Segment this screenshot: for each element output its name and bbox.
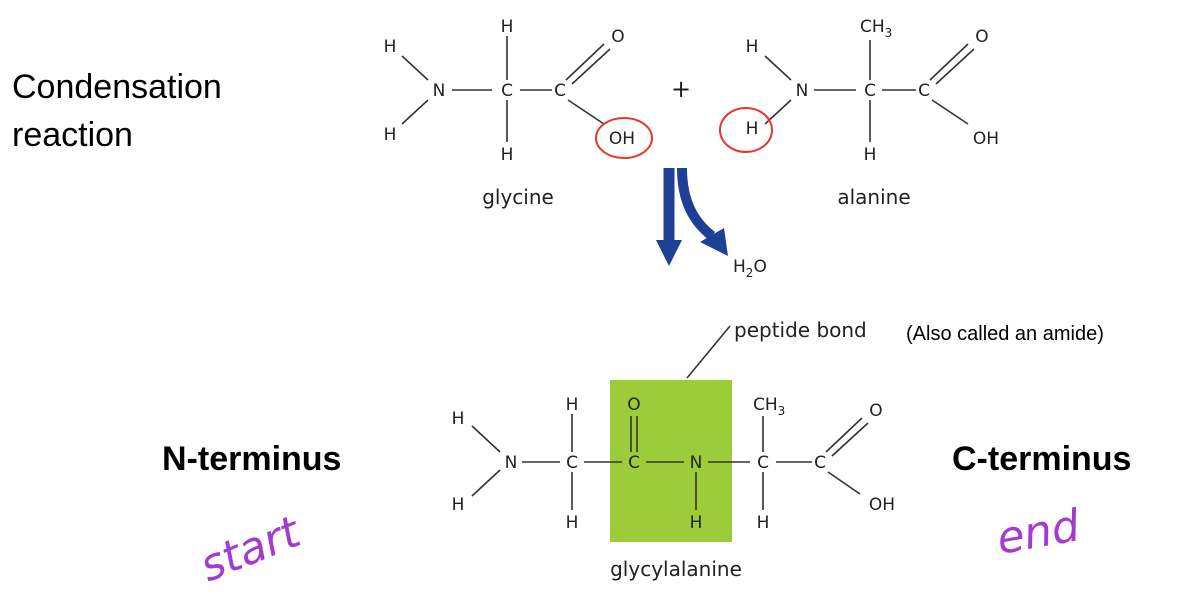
glycylalanine-c2-o: O xyxy=(627,395,640,415)
glycine-h-alpha-bottom: H xyxy=(501,145,514,165)
handwritten-end: end xyxy=(993,500,1085,565)
alanine-structure: H N H CH3 C H C O OH xyxy=(719,17,999,165)
glycylalanine-ch3: CH3 xyxy=(753,395,785,418)
alanine-h-bottom-left: H xyxy=(746,119,759,139)
title-line-2: reaction xyxy=(12,116,133,154)
glycine-h-bottom-left: H xyxy=(384,125,397,145)
glycine-o: O xyxy=(611,27,624,47)
amide-note: (Also called an amide) xyxy=(906,323,1104,345)
glycylalanine-c4-oh: OH xyxy=(869,495,895,515)
alanine-c-alpha: C xyxy=(864,81,876,101)
reaction-arrow xyxy=(656,167,728,266)
n-terminus-label: N-terminus xyxy=(162,440,341,478)
alanine-h-alpha-bottom: H xyxy=(864,145,877,165)
glycylalanine-n1: N xyxy=(505,453,518,473)
glycylalanine-n2-h: H xyxy=(690,513,703,533)
c-terminus-label: C-terminus xyxy=(952,440,1131,478)
glycine-c-alpha: C xyxy=(501,81,513,101)
glycine-oh-circle xyxy=(595,117,653,159)
glycylalanine-structure: H N H H C H O C N H CH3 C H C O OH xyxy=(452,395,895,533)
peptide-bond-label: peptide bond xyxy=(734,318,867,342)
peptide-bond-highlight xyxy=(610,380,732,542)
alanine-o: O xyxy=(975,27,988,47)
plus-sign: + xyxy=(671,75,691,103)
glycylalanine-c2: C xyxy=(628,453,640,473)
glycylalanine-c3-h-bottom: H xyxy=(757,513,770,533)
glycylalanine-h-top-left: H xyxy=(452,409,465,429)
alanine-h-circle xyxy=(719,107,773,153)
alanine-ch3: CH3 xyxy=(860,17,892,40)
glycine-n: N xyxy=(433,81,446,101)
glycylalanine-c1: C xyxy=(566,453,578,473)
glycylalanine-n2: N xyxy=(690,453,703,473)
alanine-oh: OH xyxy=(973,129,999,149)
peptide-bond-leader xyxy=(686,325,731,379)
handwritten-start: start xyxy=(193,506,309,592)
title-line-1: Condensation xyxy=(12,68,222,106)
glycine-name: glycine xyxy=(482,185,554,209)
glycine-h-alpha-top: H xyxy=(501,17,514,37)
glycylalanine-c4: C xyxy=(814,453,826,473)
glycylalanine-h-bottom-left: H xyxy=(452,495,465,515)
glycylalanine-c4-o: O xyxy=(869,401,882,421)
glycylalanine-name: glycylalanine xyxy=(610,557,742,581)
glycine-oh: OH xyxy=(609,129,635,149)
glycylalanine-c1-h-top: H xyxy=(566,395,579,415)
glycine-structure: H N H H C H C O OH xyxy=(384,17,653,165)
glycylalanine-c1-h-bottom: H xyxy=(566,513,579,533)
alanine-n: N xyxy=(796,81,809,101)
glycine-h-top-left: H xyxy=(384,37,397,57)
alanine-h-top-left: H xyxy=(746,37,759,57)
water-formula: H2O xyxy=(733,257,767,280)
alanine-name: alanine xyxy=(837,185,910,209)
glycylalanine-c3: C xyxy=(757,453,769,473)
glycine-c-carbonyl: C xyxy=(554,81,566,101)
alanine-c-carbonyl: C xyxy=(918,81,930,101)
